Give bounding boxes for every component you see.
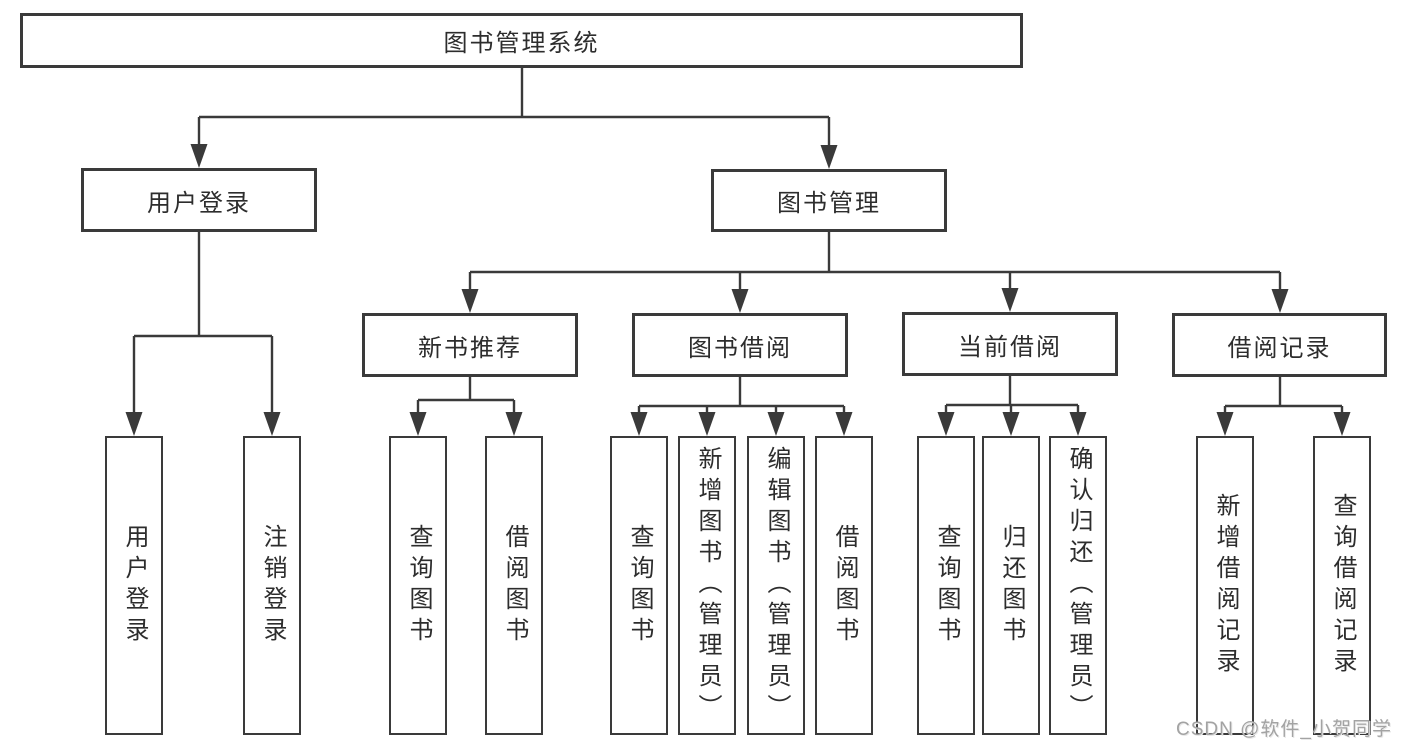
leaf-add-borrow-record: 新增借阅记录 (1196, 436, 1254, 735)
leaf-label: 新增借阅记录 (1212, 492, 1239, 679)
csdn-watermark: CSDN @软件_小贺同学 (1176, 719, 1392, 740)
leaf-add-books-admin: 新增图书（管理员） (678, 436, 736, 735)
node-user-login: 用户登录 (81, 168, 317, 232)
node-book-borrow: 图书借阅 (632, 313, 848, 377)
leaf-edit-books-admin: 编辑图书（管理员） (747, 436, 805, 735)
leaf-logout: 注销登录 (243, 436, 301, 735)
leaf-query-borrow-record: 查询借阅记录 (1313, 436, 1371, 735)
node-current-borrow: 当前借阅 (902, 312, 1118, 376)
leaf-confirm-return-admin: 确认归还（管理员） (1049, 436, 1107, 735)
leaf-label: 确认归还（管理员） (1065, 446, 1092, 725)
leaf-label: 编辑图书（管理员） (763, 446, 790, 725)
leaf-label: 查询借阅记录 (1329, 492, 1356, 679)
leaf-borrow-books: 借阅图书 (485, 436, 543, 735)
leaf-label: 注销登录 (259, 523, 286, 648)
leaf-label: 归还图书 (998, 523, 1025, 648)
leaf-label: 查询图书 (405, 523, 432, 648)
node-root-title: 图书管理系统 (20, 13, 1023, 68)
leaf-label: 查询图书 (933, 523, 960, 648)
leaf-label: 新增图书（管理员） (694, 446, 721, 725)
node-book-management: 图书管理 (711, 169, 947, 232)
leaf-query-books: 查询图书 (389, 436, 447, 735)
leaf-user-login: 用户登录 (105, 436, 163, 735)
node-borrow-records: 借阅记录 (1172, 313, 1387, 377)
leaf-query-books: 查询图书 (610, 436, 668, 735)
node-new-book-recommend: 新书推荐 (362, 313, 578, 377)
leaf-label: 借阅图书 (501, 523, 528, 648)
leaf-label: 用户登录 (121, 523, 148, 648)
leaf-return-books: 归还图书 (982, 436, 1040, 735)
leaf-label: 借阅图书 (831, 523, 858, 648)
leaf-label: 查询图书 (626, 523, 653, 648)
leaf-query-books: 查询图书 (917, 436, 975, 735)
leaf-borrow-books: 借阅图书 (815, 436, 873, 735)
